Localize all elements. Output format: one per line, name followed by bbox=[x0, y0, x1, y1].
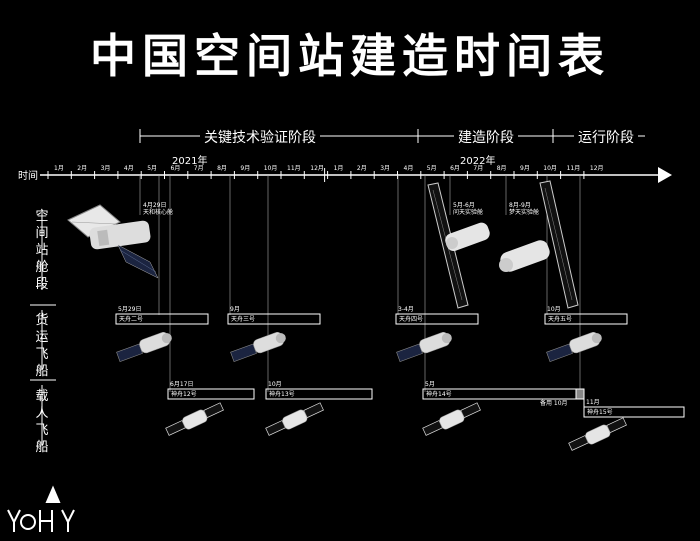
crew-date-sz14: 5月 bbox=[425, 381, 435, 388]
yohy-logo bbox=[7, 485, 75, 532]
crew-ship-sz12-image bbox=[165, 402, 224, 436]
month-label: 5月 bbox=[147, 165, 158, 172]
cargo-name-tz4: 天舟四号 bbox=[399, 316, 424, 323]
month-label: 10月 bbox=[263, 165, 278, 172]
crew-name-sz12: 神舟12号 bbox=[171, 391, 197, 398]
crew-date-sz13: 10月 bbox=[268, 381, 282, 388]
month-label: 8月 bbox=[217, 165, 227, 172]
station-event-wentian: 5月-6月问天实验舱 bbox=[453, 202, 484, 216]
month-label: 9月 bbox=[520, 165, 530, 172]
month-label: 1月 bbox=[54, 165, 64, 172]
phase-label-construction: 建造阶段 bbox=[454, 127, 518, 147]
month-label: 10月 bbox=[543, 165, 557, 172]
crew-ship-sz13-image bbox=[265, 402, 324, 436]
row-label-crew: 载人飞船 bbox=[35, 389, 49, 455]
month-label: 11月 bbox=[287, 165, 301, 172]
wentian-module-image bbox=[427, 182, 490, 309]
year-2022: 2022年 bbox=[460, 156, 496, 167]
cargo-ship-tz3-image bbox=[230, 332, 286, 362]
month-label: 12月 bbox=[589, 165, 604, 172]
cargo-date-tz5: 10月 bbox=[547, 306, 561, 313]
station-event-mengtian: 8月-9月梦天实验舱 bbox=[509, 202, 540, 216]
month-label: 5月 bbox=[426, 165, 437, 172]
phase-label-operation: 运行阶段 bbox=[574, 127, 638, 147]
cargo-name-tz5: 天舟五号 bbox=[548, 316, 573, 323]
cargo-name-tz3: 天舟三号 bbox=[231, 316, 256, 323]
month-label: 2月 bbox=[77, 165, 88, 172]
crew-ship-sz15-image bbox=[568, 417, 627, 451]
month-label: 11月 bbox=[566, 165, 581, 172]
cargo-date-tz2: 5月29日 bbox=[118, 306, 142, 313]
month-label: 7月 bbox=[193, 165, 204, 172]
tianhe-core-module-image bbox=[67, 204, 159, 279]
page-title: 中国空间站建造时间表 bbox=[90, 29, 610, 83]
year-2021: 2021年 bbox=[172, 156, 208, 167]
mengtian-module-image bbox=[499, 180, 579, 309]
month-label: 7月 bbox=[473, 165, 484, 172]
row-label-cargo: 货运飞船 bbox=[35, 313, 49, 379]
cargo-ship-tz2-image bbox=[116, 332, 172, 362]
month-label: 2月 bbox=[356, 165, 367, 172]
station-event-tianhe: 4月29日天和核心舱 bbox=[143, 202, 174, 216]
month-label: 6月 bbox=[170, 165, 181, 172]
cargo-ship-tz5-image bbox=[546, 332, 602, 362]
month-label: 3月 bbox=[100, 165, 111, 172]
row-label-station: 空间站舱段 bbox=[35, 209, 49, 292]
month-label: 8月 bbox=[496, 165, 507, 172]
cargo-name-tz2: 天舟二号 bbox=[119, 316, 144, 323]
crew-ship-sz14-image bbox=[422, 402, 481, 436]
month-label: 9月 bbox=[240, 165, 251, 172]
cargo-ship-tz4-image bbox=[396, 332, 452, 362]
month-label: 1月 bbox=[333, 165, 344, 172]
crew-date-sz12: 6月17日 bbox=[170, 381, 194, 388]
crew-name-sz14: 神舟14号 bbox=[426, 391, 452, 398]
crew-date-backup: 备用 10月 bbox=[540, 400, 568, 407]
axis-label-time: 时间 bbox=[18, 171, 38, 182]
month-label: 4月 bbox=[123, 165, 134, 172]
month-label: 6月 bbox=[450, 165, 460, 172]
crew-name-sz13: 神舟13号 bbox=[269, 391, 295, 398]
crew-date-sz15: 11月 bbox=[586, 399, 600, 406]
crew-name-sz15: 神舟15号 bbox=[587, 409, 613, 416]
month-label: 3月 bbox=[380, 165, 391, 172]
cargo-date-tz3: 9月 bbox=[230, 306, 240, 313]
month-label: 4月 bbox=[403, 165, 414, 172]
month-label: 12月 bbox=[310, 165, 324, 172]
cargo-date-tz4: 3-4月 bbox=[398, 306, 414, 313]
phase-label-verification: 关键技术验证阶段 bbox=[200, 127, 320, 147]
